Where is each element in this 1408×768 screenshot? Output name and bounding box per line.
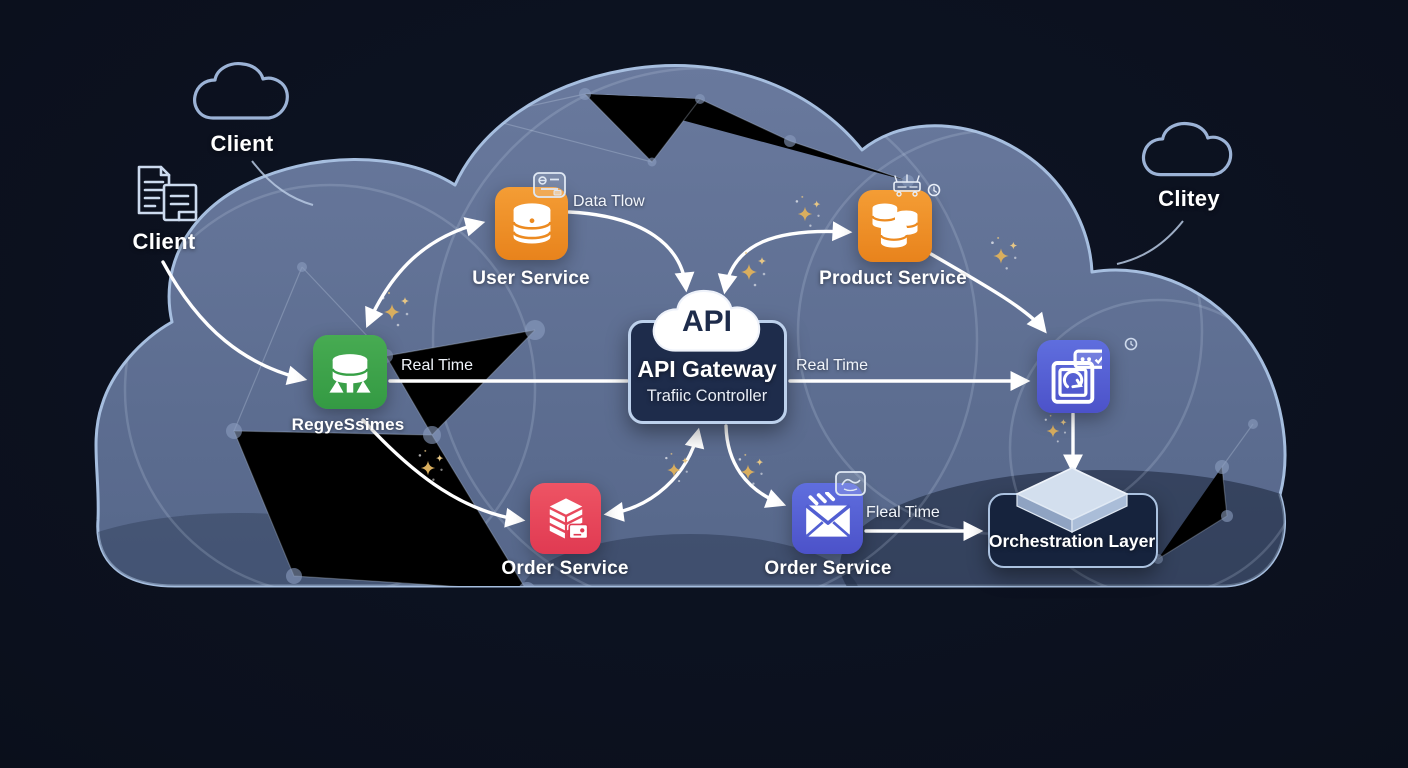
arrow-gateway-to-mail <box>724 424 787 508</box>
orchestration-label: Orchestration Layer <box>988 531 1156 551</box>
product-service-label: Product Service <box>819 268 967 289</box>
arrow-product-to-deploy <box>929 252 1047 334</box>
api-cloud-badge <box>652 289 761 352</box>
user-service-node <box>495 187 568 260</box>
order-service-mail-label: Order Service <box>764 558 892 579</box>
client-left-label: Client <box>132 229 196 254</box>
arrow-requests-to-order <box>361 418 526 528</box>
api-gateway-node <box>628 320 787 424</box>
api-badge-text: API <box>681 305 733 338</box>
edge-label-real-time-right: Real Time <box>796 357 869 374</box>
order-service-red-label: Order Service <box>501 558 629 579</box>
client-cloud-icon-right <box>1141 121 1233 177</box>
app-window-check-icon <box>1051 349 1102 404</box>
product-service-node <box>858 190 932 262</box>
edge-label-data-flow: Data Tlow <box>573 193 645 210</box>
package-stack-icon <box>549 497 588 539</box>
client-cloud-icon <box>193 62 289 120</box>
database-stack-icon <box>871 203 919 248</box>
edge-label-real-time-left: Real Time <box>401 357 474 374</box>
client-top-right-label: Clitey <box>1158 186 1220 211</box>
arrow-gateway-product <box>717 221 853 295</box>
api-gateway-subtitle: Trafiic Controller <box>646 387 768 405</box>
order-service-mail-node <box>792 483 863 554</box>
flow-arrows <box>161 210 1083 541</box>
database-pedestal-icon <box>329 354 371 393</box>
cloud-interior <box>95 66 1285 586</box>
api-gateway-title: API Gateway <box>637 356 777 382</box>
edge-label-real-time-bottom: Fleal Time <box>866 504 940 521</box>
requests-label: RegyeSsimes <box>291 415 405 434</box>
database-icon <box>511 202 552 243</box>
mesh-lines <box>233 93 1254 586</box>
layer-slab-icon <box>1016 467 1128 533</box>
arrow-client-to-requests <box>161 260 308 386</box>
requests-service-node <box>313 335 387 409</box>
client-top-left-label: Client <box>210 131 274 156</box>
client-pointer-lines <box>251 160 1184 265</box>
arrow-requests-user <box>365 217 486 329</box>
arrow-order-gateway <box>603 427 705 522</box>
user-service-label: User Service <box>472 268 590 289</box>
client-documents-icon <box>137 165 198 222</box>
arrow-user-to-gateway <box>567 210 695 293</box>
deployment-service-node <box>1037 340 1110 413</box>
order-service-red-node <box>530 483 601 554</box>
envelope-icon <box>804 491 851 538</box>
